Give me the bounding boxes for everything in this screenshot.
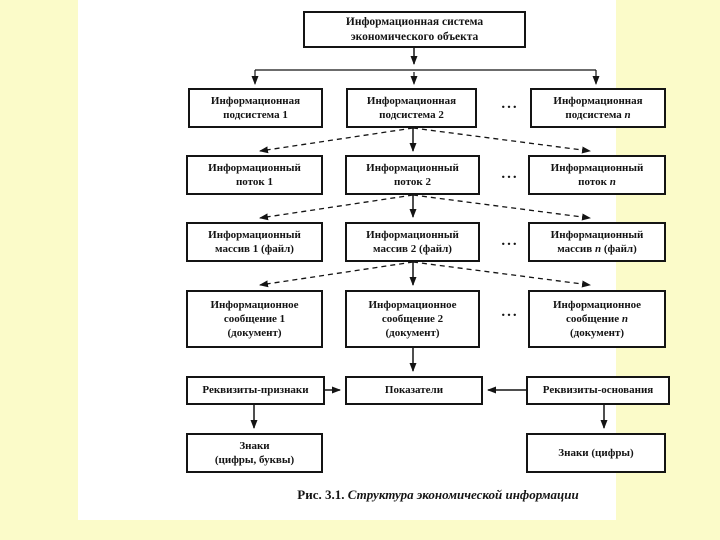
node-label: сообщение 2 — [381, 312, 444, 325]
node-label: поток n — [578, 176, 616, 188]
node-flow-1: Информационный поток 1 — [186, 155, 323, 195]
node-label: Информационный — [550, 228, 644, 241]
node-label: Информационный — [208, 161, 301, 174]
node-label: Знаки — [239, 439, 270, 452]
node-label: Реквизиты-основания — [542, 384, 654, 397]
node-label: Знаки (цифры) — [558, 446, 634, 459]
node-label: поток 1 — [235, 176, 274, 188]
node-label: Реквизиты-признаки — [202, 384, 309, 397]
node-label: Информационный — [366, 161, 459, 174]
node-signs-digits-letters: Знаки (цифры, буквы) — [186, 433, 323, 473]
node-indicators: Показатели — [345, 376, 483, 405]
node-message-2: Информационное сообщение 2 (документ) — [345, 290, 480, 348]
node-subsystem-2: Информационная подсистема 2 — [346, 88, 477, 128]
node-label: сообщение 1 — [223, 312, 286, 325]
node-requisites-bases: Реквизиты-основания — [526, 376, 670, 405]
node-label: Информационная — [553, 94, 643, 107]
ellipsis-subsystems: ... — [501, 96, 519, 112]
node-label: экономического объекта — [350, 30, 479, 43]
node-flow-2: Информационный поток 2 — [345, 155, 480, 195]
node-label: (документ) — [569, 327, 625, 340]
node-label: Информационная — [210, 94, 301, 107]
node-message-1: Информационное сообщение 1 (документ) — [186, 290, 323, 348]
node-label: подсистема 1 — [223, 109, 288, 121]
node-label: (цифры, буквы) — [214, 454, 295, 466]
node-array-1: Информационный массив 1 (файл) — [186, 222, 323, 262]
node-label: массив 2 (файл) — [373, 243, 452, 255]
node-label: сообщение n — [566, 312, 628, 325]
node-label: подсистема 2 — [379, 109, 444, 121]
figure-caption: Рис. 3.1. Структура экономической информ… — [208, 487, 668, 503]
node-label: Информационное — [210, 298, 299, 311]
caption-title: Структура экономической информации — [347, 487, 579, 502]
node-label: Информационный — [366, 228, 459, 241]
node-label: (документ) — [385, 327, 440, 340]
node-requisites-attributes: Реквизиты-признаки — [186, 376, 325, 405]
node-label: поток 2 — [393, 176, 432, 188]
node-label: Показатели — [384, 384, 444, 397]
node-label: массив 1 (файл) — [215, 243, 294, 255]
node-label: Информационное — [552, 298, 642, 311]
caption-number: Рис. 3.1. — [297, 487, 345, 502]
node-array-n: Информационный массив n (файл) — [528, 222, 666, 262]
node-array-2: Информационный массив 2 (файл) — [345, 222, 480, 262]
node-label: Информационная — [366, 94, 457, 107]
node-information-system: Информационная система экономического об… — [303, 11, 526, 48]
ellipsis-flows: ... — [501, 166, 519, 182]
ellipsis-arrays: ... — [501, 233, 519, 249]
node-subsystem-n: Информационная подсистема n — [530, 88, 666, 128]
node-label: подсистема n — [565, 109, 631, 121]
ellipsis-messages: ... — [501, 304, 519, 320]
node-label: (документ) — [227, 327, 282, 340]
node-label: массив n (файл) — [557, 243, 637, 255]
node-flow-n: Информационный поток n — [528, 155, 666, 195]
node-message-n: Информационное сообщение n (документ) — [528, 290, 666, 348]
node-label: Информационное — [368, 298, 457, 311]
node-label: Информационный — [550, 161, 644, 174]
node-signs-digits: Знаки (цифры) — [526, 433, 666, 473]
node-subsystem-1: Информационная подсистема 1 — [188, 88, 323, 128]
node-label: Информационная система — [345, 15, 484, 28]
node-label: Информационный — [208, 228, 301, 241]
figure-panel: Информационная система экономического об… — [78, 0, 670, 520]
